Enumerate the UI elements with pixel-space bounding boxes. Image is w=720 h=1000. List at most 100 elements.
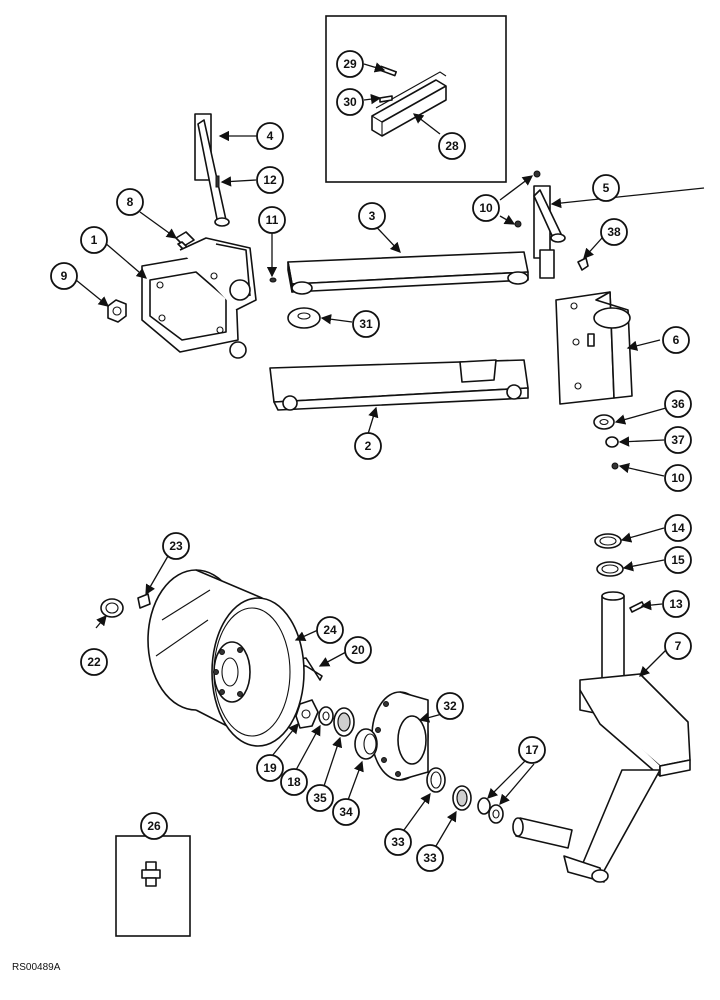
svg-text:3: 3 [369,209,376,223]
washer-part-18 [318,706,334,726]
grease-fitting-part-26 [141,861,161,887]
callout-23: 23 [162,532,190,560]
grease-fitting-part-10-lower [611,462,619,470]
svg-text:36: 36 [671,397,685,411]
svg-text:10: 10 [671,471,685,485]
callout-19: 19 [256,754,284,782]
svg-text:35: 35 [313,791,327,805]
callout-6: 6 [662,326,690,354]
svg-text:10: 10 [479,201,493,215]
svg-text:31: 31 [359,317,373,331]
grease-fitting-part-38 [577,257,589,271]
svg-text:13: 13 [669,597,683,611]
callout-9: 9 [50,262,78,290]
svg-text:19: 19 [263,761,277,775]
callout-14: 14 [664,514,692,542]
callout-35: 35 [306,784,334,812]
callout-7: 7 [664,632,692,660]
callout-15: 15 [664,546,692,574]
svg-text:7: 7 [675,639,682,653]
shim-part-14 [594,533,622,549]
callout-20: 20 [344,636,372,664]
svg-text:14: 14 [671,521,685,535]
valve-part-23 [137,593,151,609]
pivot-pin-part-5 [533,185,566,279]
svg-text:18: 18 [287,775,301,789]
svg-text:24: 24 [323,623,337,637]
callout-30: 31 [352,310,380,338]
mounting-bracket-part-1 [141,237,257,359]
roll-pin-part-12 [215,175,220,188]
svg-text:34: 34 [339,805,353,819]
callout-18: 18 [280,768,308,796]
washer-part-36 [593,414,615,430]
bearing-cup-part-32 [426,767,446,793]
svg-text:15: 15 [671,553,685,567]
hub-part-31 [371,691,429,781]
svg-text:37: 37 [671,433,685,447]
callout-37: 37 [664,426,692,454]
callout-22: 22 [80,648,108,676]
callout-5: 5 [592,174,620,202]
inset-box-bottom [115,835,191,937]
svg-text:2: 2 [365,439,372,453]
svg-text:33: 33 [391,835,405,849]
callout-38: 38 [600,218,628,246]
upper-arm-part-3 [287,251,529,295]
svg-text:6: 6 [673,333,680,347]
figure-reference-code: RS00489A [12,962,61,973]
callout-17: 17 [518,736,546,764]
svg-text:12: 12 [263,173,277,187]
svg-text:32: 32 [443,699,457,713]
svg-text:26: 26 [147,819,161,833]
callout-2: 2 [354,432,382,460]
callout-1: 1 [80,226,108,254]
callout-4: 4 [256,122,284,150]
washer-part-37 [605,436,619,448]
svg-text:30: 30 [343,95,357,109]
svg-text:9: 9 [61,269,68,283]
svg-text:5: 5 [603,181,610,195]
callout-34: 34 [332,798,360,826]
channel-bracket-part-27 [371,71,447,137]
callout-29: 30 [336,88,364,116]
callout-33: 33 [416,844,444,872]
svg-text:1: 1 [91,233,98,247]
callout-32: 33 [384,828,412,856]
wheel-rim-part-24 [147,569,305,747]
svg-text:33: 33 [423,851,437,865]
callout-24: 24 [316,616,344,644]
callout-36: 36 [664,390,692,418]
svg-text:17: 17 [525,743,539,757]
cotter-part-29 [379,95,393,103]
svg-text:11: 11 [266,213,279,227]
grease-fitting-part-11 [269,277,277,283]
svg-text:20: 20 [351,643,365,657]
svg-text:28: 28 [445,139,459,153]
callout-11: 11 [258,206,286,234]
svg-text:22: 22 [87,655,101,669]
pivot-pin-part-4 [194,113,230,227]
leader-lines [75,62,705,847]
bearing-cone-part-33 [452,785,472,811]
callout-10-upper: 10 [472,194,500,222]
shim-part-15 [596,561,624,577]
svg-text:4: 4 [267,129,274,143]
svg-text:38: 38 [607,225,621,239]
grease-fitting-part-10-upper [514,170,541,228]
cap-part-22 [100,598,124,618]
bearing-cone-part-35 [333,707,355,737]
lower-arm-part-2 [269,359,529,411]
key-part-13 [629,601,645,613]
callout-27: 28 [438,132,466,160]
callout-10-lower: 10 [664,464,692,492]
svg-text:23: 23 [169,539,183,553]
bearing-cup-part-34 [354,728,378,760]
spindle-bracket-part-6 [555,291,633,405]
svg-text:8: 8 [127,195,134,209]
caster-arm-part-7 [512,591,691,883]
callout-12: 12 [256,166,284,194]
callout-13: 13 [662,590,690,618]
